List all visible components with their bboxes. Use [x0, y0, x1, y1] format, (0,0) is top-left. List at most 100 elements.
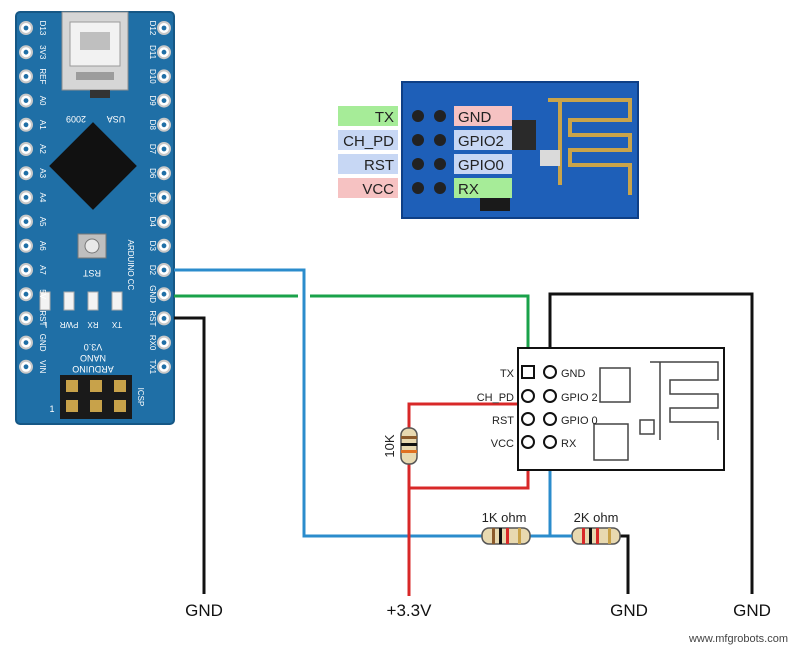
left-pin-hole: [23, 170, 29, 176]
left-pin-hole: [23, 364, 29, 370]
resistor-10k: [400, 427, 418, 465]
left-pin-label: A7: [38, 265, 47, 275]
gnd-label-1: GND: [185, 601, 223, 620]
reset-label: RST: [82, 268, 101, 278]
esp-schem-rst-label: RST: [492, 415, 514, 427]
schematic-pins: [521, 365, 557, 449]
nano-title-line1: ARDUINO: [72, 364, 114, 374]
led-row: [39, 291, 123, 311]
left-pin-label: GND: [38, 334, 47, 352]
left-pin-hole: [23, 98, 29, 103]
esp-photo-left-labels: TX CH_PD RST VCC: [338, 106, 398, 198]
vcc-label: +3.3V: [387, 601, 433, 620]
left-pin-label: A2: [38, 144, 47, 154]
right-pin-hole: [161, 340, 167, 345]
left-pin-label: 3V3: [38, 45, 47, 60]
right-pin-label: D5: [148, 192, 157, 203]
label-box-rx: [454, 178, 512, 198]
gnd-label-3: GND: [733, 601, 771, 620]
black-wire-gnd1: [174, 316, 206, 594]
right-pin-label: RST: [148, 310, 157, 326]
icsp-label: ICSP: [136, 388, 145, 407]
label-box-gpio2: [454, 130, 512, 150]
green-wire: [174, 294, 530, 372]
right-pin-hole: [161, 74, 167, 79]
black-wire-gnd2: [620, 534, 630, 594]
right-pin-label: D7: [148, 144, 157, 155]
board-name-label: ARDUINO CC: [126, 240, 135, 291]
esp-schem-gnd-label: GND: [561, 368, 586, 380]
esp-schem-ch-pd-label: CH_PD: [477, 392, 514, 404]
left-pin-hole: [23, 316, 29, 321]
right-pin-hole: [161, 146, 167, 152]
resistor-10k-label: 10K: [382, 434, 397, 457]
nano-version: V3.0: [84, 342, 103, 352]
led-label-rx: RX: [87, 320, 99, 329]
right-pin-label: D4: [148, 216, 157, 227]
right-pin-hole: [161, 122, 167, 128]
left-pin-hole: [23, 340, 29, 345]
usb-year-label: 2009: [66, 114, 86, 124]
led-label-pwr: PWR: [59, 320, 78, 329]
esp01-schematic: [517, 347, 725, 471]
left-pin-label: A5: [38, 217, 47, 227]
left-pin-label: A4: [38, 193, 47, 203]
left-pin-label: REF: [38, 68, 47, 84]
right-pin-hole: [161, 243, 167, 249]
right-pin-hole: [161, 364, 167, 370]
microcontroller-chip: [49, 122, 137, 210]
black-wire-gnd3: [548, 292, 754, 594]
led-label-l: L: [42, 320, 47, 329]
label-box-gpio0: [454, 154, 512, 174]
esp-photo-gpio2-label: GPIO2: [458, 133, 504, 150]
right-pin-label: D12: [148, 21, 157, 36]
left-pin-label: VIN: [38, 360, 47, 374]
nano-title-line2: NANO: [80, 353, 106, 363]
esp-photo-gnd-label: GND: [458, 109, 492, 126]
right-pin-hole: [161, 49, 167, 55]
esp-schem-rx-label: RX: [561, 438, 577, 450]
watermark: www.mfgrobots.com: [688, 633, 788, 645]
right-pin-hole: [161, 170, 167, 176]
left-pin-label: A6: [38, 241, 47, 251]
icsp-header: [60, 375, 132, 419]
esp-photo-right-labels: GND GPIO2 GPIO0 RX: [454, 106, 512, 198]
left-pin-label: A1: [38, 120, 47, 130]
left-pin-label: A0: [38, 96, 47, 106]
left-pin-hole: [23, 243, 29, 249]
left-pin-label: D13: [38, 21, 47, 36]
left-pin-hole: [23, 195, 29, 200]
left-pin-hole: [23, 219, 29, 225]
esp-photo-ch-pd-label: CH_PD: [343, 133, 394, 150]
wires: [174, 268, 754, 596]
right-pin-hole: [161, 267, 167, 273]
usb-connector: [61, 11, 129, 98]
right-pin-label: D9: [148, 95, 157, 106]
left-pin-hole: [23, 291, 29, 297]
right-pin-label: RX0: [148, 335, 157, 351]
right-pin-hole: [161, 195, 167, 200]
resistor-1k: [481, 527, 531, 545]
resistor-1k-label: 1K ohm: [482, 510, 527, 525]
right-pin-hole: [161, 98, 167, 103]
left-pin-hole: [23, 74, 29, 79]
left-pin-hole: [23, 146, 29, 152]
esp-photo-vcc-label: VCC: [362, 181, 394, 198]
esp-schem-gpio2-label: GPIO 2: [561, 392, 598, 404]
reset-button[interactable]: [77, 233, 107, 259]
left-pin-label: 5V: [38, 289, 47, 299]
esp-photo-tx-label: TX: [375, 109, 394, 126]
esp-schem-vcc-label: VCC: [491, 438, 514, 450]
usb-country-label: USA: [107, 114, 126, 124]
left-pin-hole: [23, 49, 29, 55]
left-pin-label: RST: [38, 310, 47, 326]
label-box-vcc: [338, 178, 398, 198]
right-pin-label: D10: [148, 69, 157, 84]
right-pin-label: D6: [148, 168, 157, 179]
esp01-photo: [401, 81, 639, 219]
resistor-2k: [571, 527, 621, 545]
left-pin-hole: [23, 267, 29, 273]
